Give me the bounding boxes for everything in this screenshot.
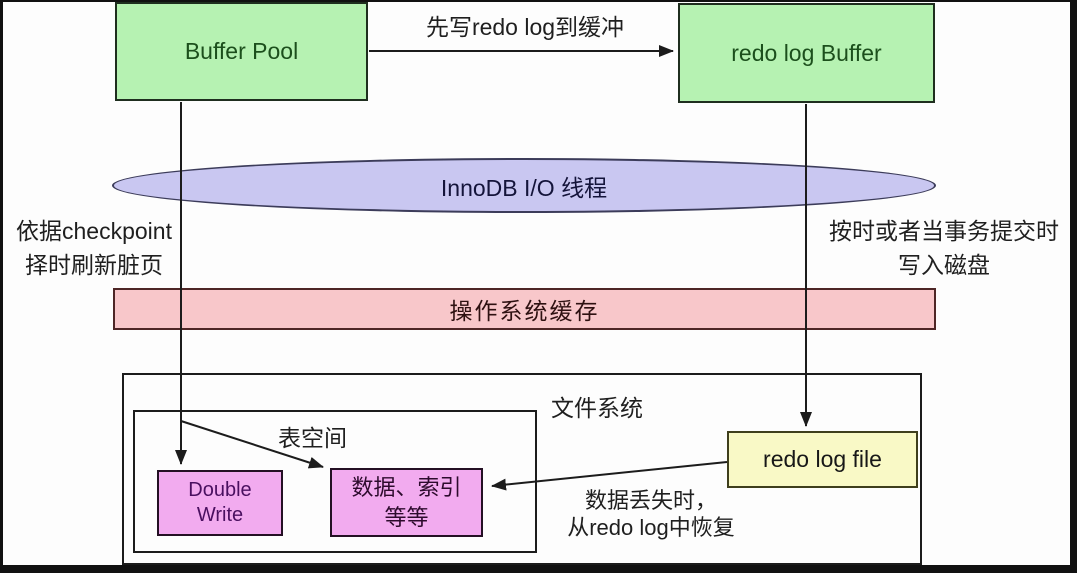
- frame-bottom: [0, 565, 1077, 573]
- file-system-label: 文件系统: [551, 395, 643, 421]
- io-thread-ellipse: InnoDB I/O 线程: [112, 158, 936, 213]
- os-cache-bar: 操作系统缓存: [113, 288, 936, 330]
- redo-log-buffer-label: redo log Buffer: [731, 39, 882, 66]
- frame-right: [1070, 0, 1077, 573]
- double-write-label: Double Write: [188, 479, 252, 526]
- recover-annotation: 数据丢失时， 从redo log中恢复: [567, 488, 735, 540]
- frame-top: [0, 0, 1077, 2]
- os-cache-label: 操作系统缓存: [449, 298, 600, 324]
- write-to-buffer-annotation: 先写redo log到缓冲: [425, 14, 625, 40]
- buffer-pool-node: Buffer Pool: [115, 2, 368, 101]
- frame-left: [0, 0, 3, 573]
- io-thread-label: InnoDB I/O 线程: [440, 174, 608, 201]
- double-write-node: Double Write: [157, 470, 283, 536]
- file-system-box: [122, 373, 922, 565]
- tablespace-label: 表空间: [278, 425, 347, 451]
- redo-log-buffer-node: redo log Buffer: [678, 3, 935, 103]
- redo-log-file-label: redo log file: [763, 446, 882, 472]
- data-index-label: 数据、索引 等等: [351, 474, 462, 530]
- buffer-pool-label: Buffer Pool: [184, 38, 299, 64]
- commit-write-annotation: 按时或者当事务提交时 写入磁盘: [829, 218, 1059, 278]
- data-index-node: 数据、索引 等等: [330, 468, 483, 537]
- redo-log-file-node: redo log file: [727, 431, 918, 488]
- checkpoint-annotation: 依据checkpoint 择时刷新脏页: [16, 218, 172, 278]
